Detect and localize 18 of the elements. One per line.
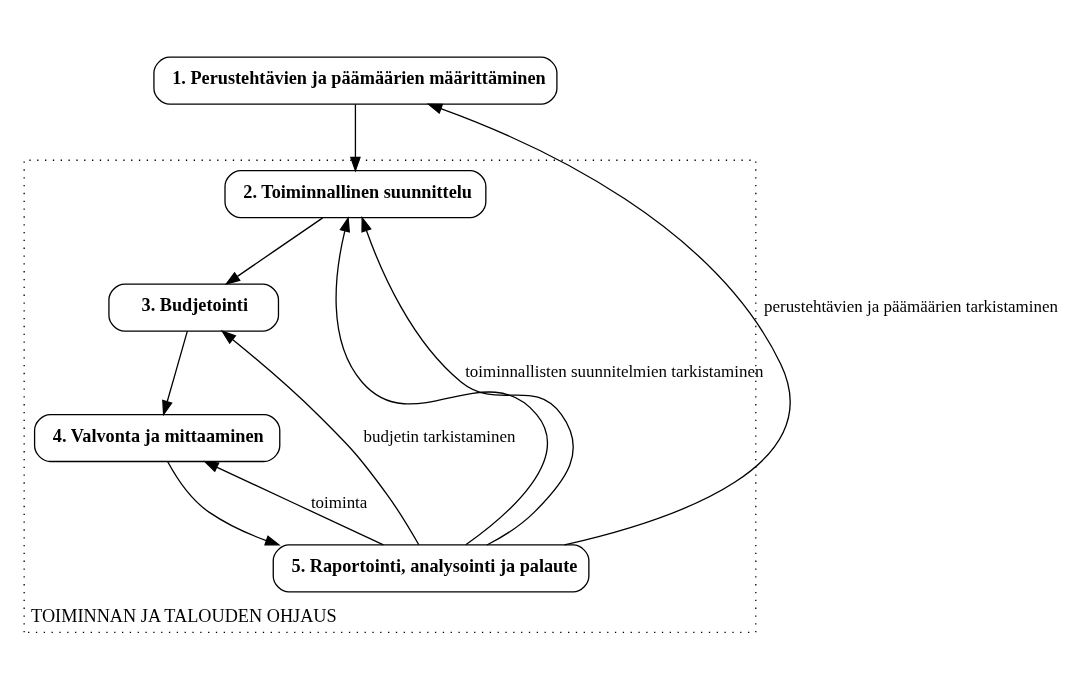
node-box: 3. Budjetointi [108, 283, 280, 332]
node-box: 4. Valvonta ja mittaaminen [33, 413, 281, 463]
node-box: 2. Toiminnallinen suunnittelu [224, 170, 487, 219]
arrow [167, 461, 281, 546]
arrow [162, 330, 188, 417]
arrow [203, 460, 385, 546]
node-box: 1. Perustehtävien ja päämäärien määrittäminen [153, 56, 558, 105]
node-box: 5. Raportointi, analysointi ja palaute [272, 544, 590, 593]
arrow [224, 217, 324, 286]
arrow [335, 216, 548, 546]
edge-label: perustehtävien ja päämäärien tarkistaminen [764, 297, 1058, 317]
edge-label: toiminnallisten suunnitelmien tarkistaminen [465, 362, 764, 382]
arrow [361, 216, 574, 546]
arrow [426, 103, 791, 546]
arrow [349, 103, 361, 173]
arrow [220, 330, 420, 546]
edge-label: budjetin tarkistaminen [363, 427, 516, 447]
edge-label: toiminta [310, 492, 368, 512]
